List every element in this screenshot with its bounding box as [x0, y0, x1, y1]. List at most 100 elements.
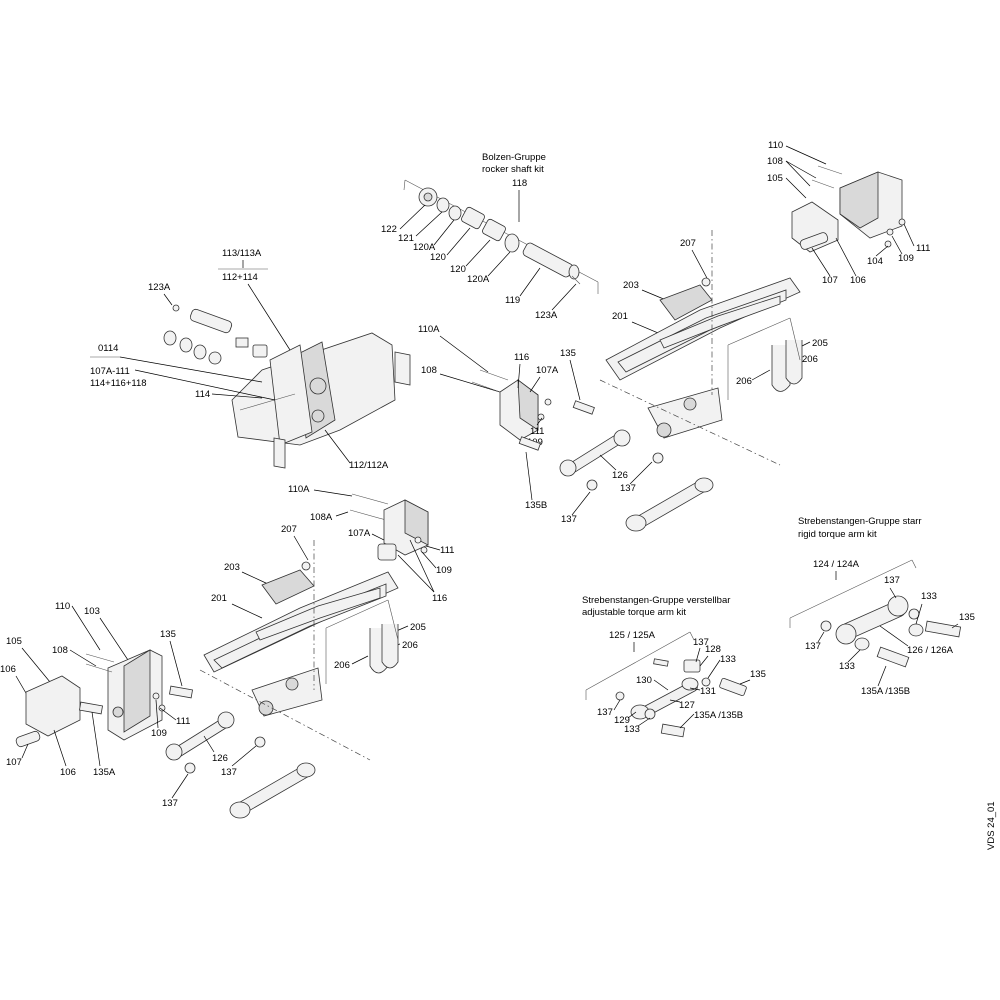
label-112-114: 112+114 — [222, 272, 258, 283]
label-108-mid: 108 — [421, 365, 437, 376]
rocker-shaft-parts — [418, 187, 581, 285]
label-135A-bl: 135A — [93, 767, 116, 778]
label-137-mid-2: 137 — [561, 514, 577, 525]
label-120A-2: 120A — [467, 274, 490, 285]
label-118: 118 — [512, 178, 527, 189]
adjustable-arm-mid — [625, 477, 714, 532]
hanger-bottom-left-parts — [15, 649, 193, 748]
label-126-bl: 126 — [212, 753, 228, 764]
label-133-adj-1: 133 — [720, 654, 736, 665]
label-109-low: 109 — [436, 565, 452, 576]
label-206-low-2: 206 — [334, 660, 350, 671]
label-125: 125 / 125A — [609, 630, 656, 641]
label-121: 121 — [398, 233, 414, 244]
label-106-bl-1: 106 — [0, 664, 16, 675]
label-110-bl: 110 — [55, 601, 70, 612]
label-135AB-adj: 135A /135B — [694, 710, 743, 721]
label-133-rig-2: 133 — [839, 661, 855, 672]
label-109-bl: 109 — [151, 728, 167, 739]
label-107A-111: 107A-111 — [90, 366, 130, 377]
label-131: 131 — [700, 686, 716, 697]
label-114: 114 — [195, 389, 210, 400]
label-123A-top: 123A — [535, 310, 558, 321]
label-106-bl-2: 106 — [60, 767, 76, 778]
label-206-low-1: 206 — [402, 640, 418, 651]
rigid-kit-parts — [820, 595, 962, 668]
lower-hanger-group: 110A 108A 107A 111 109 116 — [288, 484, 454, 604]
label-119: 119 — [505, 295, 520, 306]
adjustable-torque-arm-kit: Strebenstangen-Gruppe verstellbar adjust… — [582, 595, 766, 738]
label-126-rig: 126 / 126A — [907, 645, 954, 656]
label-201-tr: 201 — [612, 311, 628, 322]
label-135AB-rig: 135A /135B — [861, 686, 910, 697]
label-116-low: 116 — [432, 593, 447, 604]
label-120-1: 120 — [430, 252, 446, 263]
kit-title-de: Bolzen-Gruppe — [482, 152, 546, 163]
rocker-shaft-kit: Bolzen-Gruppe rocker shaft kit 118 122 1… — [381, 152, 599, 321]
leaf-spring-lower: 207 203 201 205 206 206 — [199, 524, 426, 761]
label-112: 112/112A — [349, 460, 389, 471]
label-107-tr: 107 — [822, 275, 838, 286]
label-137-bl-1: 137 — [221, 767, 237, 778]
label-0114: 0114 — [98, 343, 118, 354]
rigid-kit-title-en: rigid torque arm kit — [798, 529, 877, 540]
adjustable-kit-title-en: adjustable torque arm kit — [582, 607, 686, 618]
torque-arm-lower — [165, 711, 266, 774]
label-203-tr: 203 — [623, 280, 639, 291]
u-bolts-lower — [369, 624, 399, 674]
label-130: 130 — [636, 675, 652, 686]
label-137-adj-2: 137 — [597, 707, 613, 718]
label-137-adj-1: 137 — [693, 637, 709, 648]
drawing-id: VDS 24_01 — [986, 801, 997, 850]
label-108-tr: 108 — [767, 156, 783, 167]
label-108-bl: 108 — [52, 645, 68, 656]
label-207-tr: 207 — [680, 238, 696, 249]
label-135-rig: 135 — [959, 612, 975, 623]
label-113: 113/113A — [222, 248, 262, 259]
frame-hanger-bracket — [231, 332, 411, 469]
label-135B-mid: 135B — [525, 500, 547, 511]
label-105-bl: 105 — [6, 636, 22, 647]
label-111-mid: 111 — [530, 426, 544, 437]
label-207-low: 207 — [281, 524, 297, 535]
label-135-mid: 135 — [560, 348, 576, 359]
label-110A-low: 110A — [288, 484, 310, 495]
rigid-kit-title-de: Strebenstangen-Gruppe starr — [798, 516, 922, 527]
label-126-mid: 126 — [612, 470, 628, 481]
label-107A-low: 107A — [348, 528, 371, 539]
label-137-rig-2: 137 — [805, 641, 821, 652]
label-111-bl: 111 — [176, 716, 190, 727]
label-128: 128 — [705, 644, 721, 655]
label-104-tr: 104 — [867, 256, 883, 267]
label-206-tr-1: 206 — [802, 354, 818, 365]
center-hanger-group: 110A 108 116 107A 111 109 135 1 — [418, 324, 714, 532]
hanger-bottom-left: 110 103 108 105 106 135 111 109 107 — [0, 601, 316, 819]
label-127: 127 — [679, 700, 695, 711]
label-203-low: 203 — [224, 562, 240, 573]
label-111-low: 111 — [440, 545, 454, 556]
center-hanger-parts — [471, 369, 552, 441]
label-205-low: 205 — [410, 622, 426, 633]
label-111-tr: 111 — [916, 243, 930, 254]
label-133-adj-2: 133 — [624, 724, 640, 735]
torque-arm-mid — [518, 400, 664, 491]
hanger-top-right-parts — [791, 165, 906, 253]
frame-hanger-group: 113/113A 112+114 123A 0114 — [90, 248, 411, 471]
label-137-mid-1: 137 — [620, 483, 636, 494]
u-bolts-top — [771, 340, 803, 392]
label-103-bl: 103 — [84, 606, 100, 617]
leaf-spring-top: 207 203 201 205 206 206 — [599, 230, 828, 466]
label-107-bl: 107 — [6, 757, 22, 768]
label-205-tr: 205 — [812, 338, 828, 349]
hanger-top-right: 110 108 105 111 109 104 107 106 — [767, 140, 930, 286]
label-137-bl-2: 137 — [162, 798, 178, 809]
label-116-mid: 116 — [514, 352, 529, 363]
label-105-tr: 105 — [767, 173, 783, 184]
label-110A-mid: 110A — [418, 324, 440, 335]
adjustable-kit-title-de: Strebenstangen-Gruppe verstellbar — [582, 595, 730, 606]
label-106-tr: 106 — [850, 275, 866, 286]
label-114-116-118: 114+116+118 — [90, 378, 147, 389]
label-129: 129 — [614, 715, 630, 726]
label-110-tr: 110 — [768, 140, 783, 151]
